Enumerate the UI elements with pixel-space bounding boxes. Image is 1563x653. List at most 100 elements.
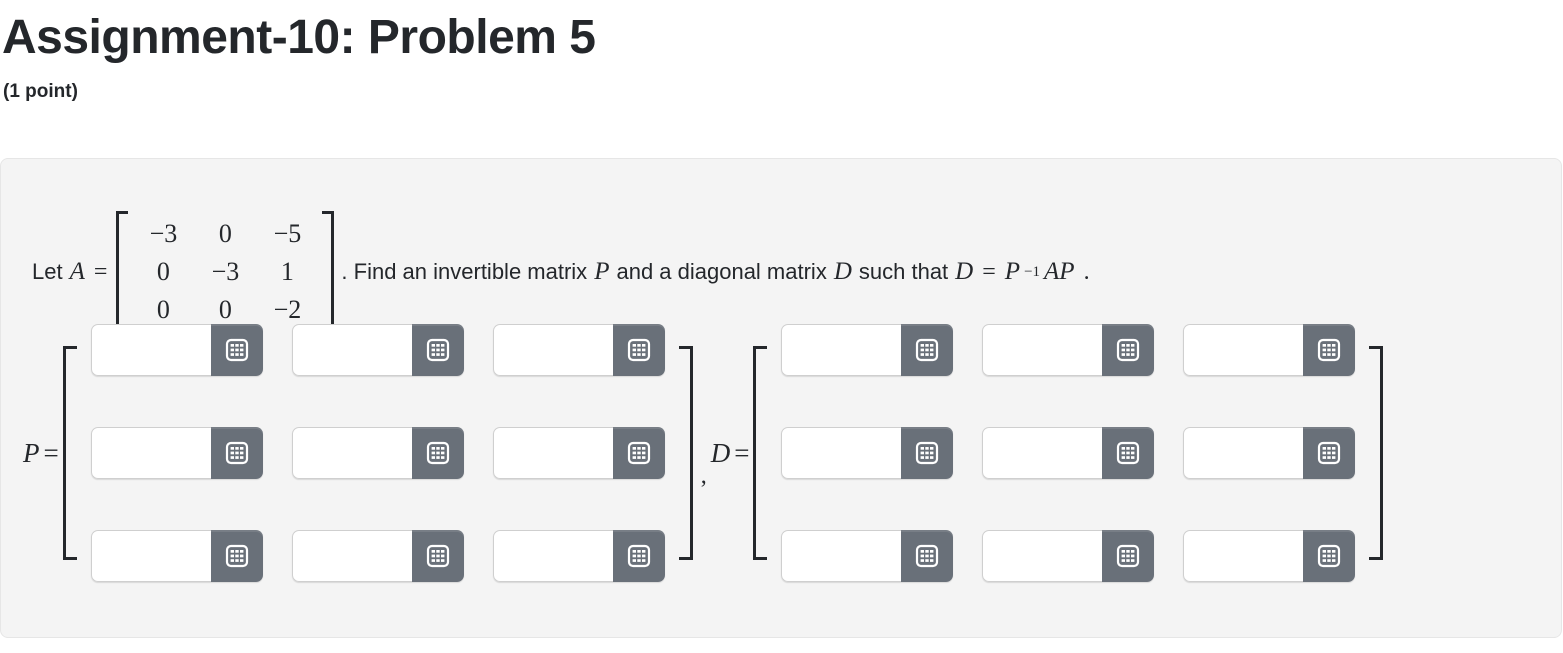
math-keypad-icon xyxy=(916,441,939,465)
math-keypad-button[interactable] xyxy=(612,530,665,582)
matrix-a-cell: 0 xyxy=(156,257,170,286)
p-cell-3-2[interactable] xyxy=(291,530,464,582)
p-equals: = xyxy=(43,437,59,468)
statement-part2: and a diagonal matrix xyxy=(616,259,827,284)
p-input-3-3[interactable] xyxy=(492,530,613,582)
matrix-a-symbol: A xyxy=(69,258,85,285)
p-input-3-1[interactable] xyxy=(90,530,211,582)
d-input-3-1[interactable] xyxy=(781,530,902,582)
math-keypad-button[interactable] xyxy=(901,427,954,479)
symbol-ap: AP xyxy=(1044,258,1075,285)
d-input-2-2[interactable] xyxy=(982,427,1103,479)
math-keypad-icon xyxy=(916,544,939,568)
math-keypad-button[interactable] xyxy=(411,530,464,582)
p-input-3-2[interactable] xyxy=(291,530,412,582)
p-input-grid xyxy=(90,324,665,582)
matrix-a-display: −3 0 −5 0 −3 1 0 0 −2 xyxy=(116,211,335,333)
p-input-2-2[interactable] xyxy=(291,427,412,479)
p-input-1-2[interactable] xyxy=(291,324,412,376)
matrix-a-cell: 0 xyxy=(218,219,232,248)
math-keypad-icon xyxy=(1117,544,1140,568)
d-input-1-1[interactable] xyxy=(781,324,902,376)
p-cell-3-3[interactable] xyxy=(492,530,665,582)
right-bracket xyxy=(322,211,335,333)
d-input-grid xyxy=(781,324,1356,582)
p-cell-2-2[interactable] xyxy=(291,427,464,479)
matrix-separator: , xyxy=(700,463,707,489)
p-cell-1-2[interactable] xyxy=(291,324,464,376)
p-matrix-label: P= xyxy=(23,438,63,469)
matrix-a-cell: 1 xyxy=(280,257,294,286)
d-cell-2-2[interactable] xyxy=(982,427,1155,479)
d-cell-1-1[interactable] xyxy=(781,324,954,376)
d-cell-1-2[interactable] xyxy=(982,324,1155,376)
math-keypad-button[interactable] xyxy=(612,324,665,376)
p-cell-1-3[interactable] xyxy=(492,324,665,376)
d-input-2-1[interactable] xyxy=(781,427,902,479)
d-input-1-2[interactable] xyxy=(982,324,1103,376)
d-input-3-2[interactable] xyxy=(982,530,1103,582)
p-cell-2-3[interactable] xyxy=(492,427,665,479)
math-keypad-button[interactable] xyxy=(1102,324,1155,376)
math-keypad-button[interactable] xyxy=(210,530,263,582)
problem-statement: Let A = −3 0 −5 0 −3 1 0 0 −2 . Find an … xyxy=(29,211,1095,333)
math-keypad-icon xyxy=(426,544,449,568)
d-matrix-inputs xyxy=(753,324,1384,582)
points-label: (1 point) xyxy=(3,80,78,102)
matrix-a-cell: 0 xyxy=(218,295,232,324)
d-cell-1-3[interactable] xyxy=(1183,324,1356,376)
math-keypad-button[interactable] xyxy=(411,324,464,376)
matrix-a-cell: 0 xyxy=(156,295,170,324)
math-keypad-icon xyxy=(426,441,449,465)
p-input-1-1[interactable] xyxy=(90,324,211,376)
math-keypad-button[interactable] xyxy=(901,324,954,376)
math-keypad-button[interactable] xyxy=(1102,427,1155,479)
math-keypad-button[interactable] xyxy=(1303,530,1356,582)
math-keypad-button[interactable] xyxy=(1303,324,1356,376)
matrix-a-cell: −2 xyxy=(273,295,302,324)
math-keypad-icon xyxy=(1318,441,1341,465)
p-cell-3-1[interactable] xyxy=(90,530,263,582)
math-keypad-button[interactable] xyxy=(1303,427,1356,479)
answer-area: P= xyxy=(23,324,1384,582)
p-input-2-3[interactable] xyxy=(492,427,613,479)
math-keypad-button[interactable] xyxy=(901,530,954,582)
d-cell-3-3[interactable] xyxy=(1183,530,1356,582)
p-left-bracket xyxy=(62,346,77,560)
math-keypad-button[interactable] xyxy=(210,427,263,479)
p-label-text: P xyxy=(23,437,40,468)
statement-part1: . Find an invertible matrix xyxy=(341,259,588,284)
math-keypad-icon xyxy=(627,338,650,362)
math-keypad-icon xyxy=(1117,441,1140,465)
statement-period: . xyxy=(1083,258,1090,285)
d-cell-3-2[interactable] xyxy=(982,530,1155,582)
math-keypad-button[interactable] xyxy=(411,427,464,479)
d-cell-2-1[interactable] xyxy=(781,427,954,479)
d-input-2-3[interactable] xyxy=(1183,427,1304,479)
p-cell-2-1[interactable] xyxy=(90,427,263,479)
p-cell-1-1[interactable] xyxy=(90,324,263,376)
d-label-text: D xyxy=(710,437,731,468)
math-keypad-button[interactable] xyxy=(210,324,263,376)
statement-part3: such that xyxy=(858,259,949,284)
math-keypad-icon xyxy=(1318,544,1341,568)
symbol-p-inverse: P xyxy=(1004,258,1021,285)
equals-sign-2: = xyxy=(982,258,996,285)
page-title: Assignment-10: Problem 5 xyxy=(2,11,596,64)
math-keypad-button[interactable] xyxy=(1102,530,1155,582)
p-input-2-1[interactable] xyxy=(90,427,211,479)
d-right-bracket xyxy=(1369,346,1384,560)
d-input-3-3[interactable] xyxy=(1183,530,1304,582)
d-input-1-3[interactable] xyxy=(1183,324,1304,376)
math-keypad-icon xyxy=(1117,338,1140,362)
equals-sign: = xyxy=(93,258,108,285)
p-right-bracket xyxy=(678,346,693,560)
left-bracket xyxy=(116,211,129,333)
math-keypad-icon xyxy=(627,544,650,568)
matrix-a-grid: −3 0 −5 0 −3 1 0 0 −2 xyxy=(128,211,322,333)
d-cell-2-3[interactable] xyxy=(1183,427,1356,479)
p-input-1-3[interactable] xyxy=(492,324,613,376)
problem-card: Let A = −3 0 −5 0 −3 1 0 0 −2 . Find an … xyxy=(0,158,1562,638)
math-keypad-button[interactable] xyxy=(612,427,665,479)
d-cell-3-1[interactable] xyxy=(781,530,954,582)
